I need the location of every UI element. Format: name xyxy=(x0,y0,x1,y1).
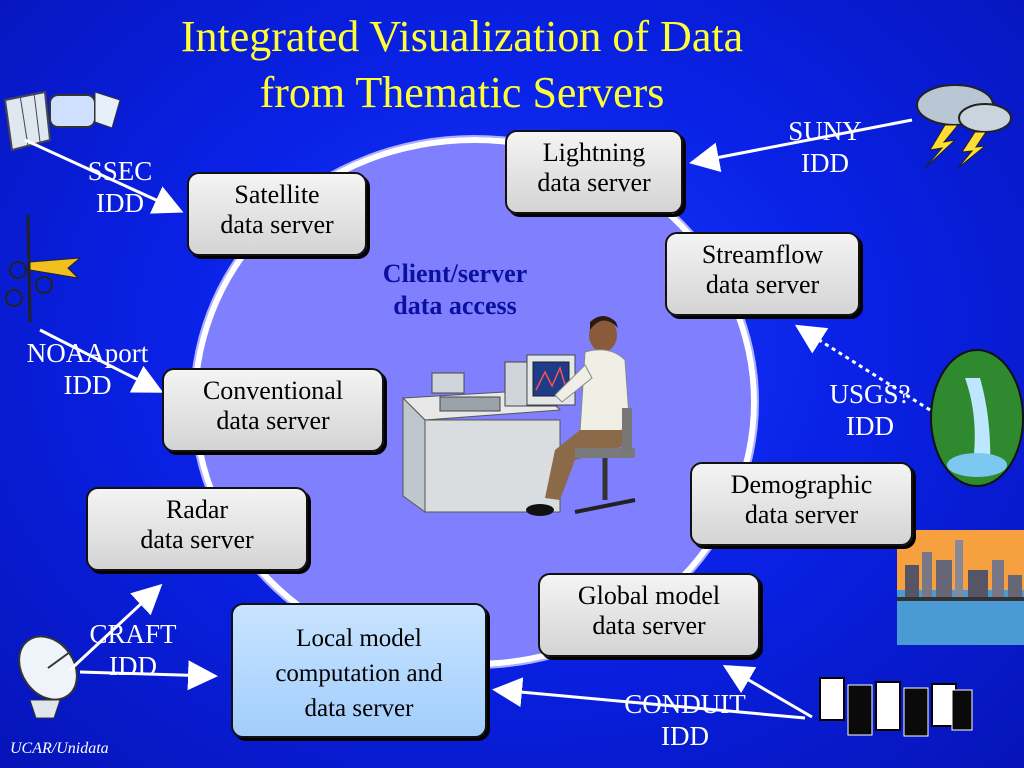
center-label-line-2: data access xyxy=(393,291,517,320)
conduit-label-line-1: CONDUIT xyxy=(624,689,746,719)
person-hair xyxy=(590,316,618,330)
person-shoe xyxy=(526,504,554,516)
demographic-server-line-1: Demographic xyxy=(730,470,873,499)
conduit-label-line-2: IDD xyxy=(661,721,709,751)
arrow-craft-radar xyxy=(68,583,163,672)
lightning-server-line-1: Lightning xyxy=(542,138,646,167)
arrow-conduit-local xyxy=(492,677,806,720)
demographic-server-box: Demographic data server xyxy=(690,462,913,546)
radar-server-line-2: data server xyxy=(140,525,254,554)
arrow-craft-local xyxy=(79,660,218,691)
footer-credit: UCAR/Unidata xyxy=(10,740,109,757)
supercomputer-icon xyxy=(819,677,973,737)
storm-cloud-icon xyxy=(916,84,1012,169)
person-arm xyxy=(554,364,593,403)
center-label: Client/server data access xyxy=(345,258,565,322)
ssec-label-line-2: IDD xyxy=(96,188,144,218)
conventional-server-line-2: data server xyxy=(216,406,330,435)
conduit-label: CONDUIT IDD xyxy=(600,688,770,752)
small-device xyxy=(431,372,465,394)
streamflow-server-line-1: Streamflow xyxy=(701,240,824,269)
arrow-noaaport xyxy=(39,328,164,393)
radar-server-box: Radar data server xyxy=(86,487,308,571)
ssec-label: SSEC IDD xyxy=(60,155,180,219)
global-model-server-line-1: Global model xyxy=(577,581,721,610)
usgs-label: USGS? IDD xyxy=(805,378,935,442)
local-model-line-2: computation and xyxy=(275,660,443,687)
conventional-server-box: Conventional data server xyxy=(162,368,384,452)
satellite-server-line-2: data server xyxy=(220,210,334,239)
local-model-line-1: Local model xyxy=(296,625,422,652)
screen-graph xyxy=(535,365,567,391)
waterfall-icon xyxy=(930,349,1024,487)
suny-label: SUNY IDD xyxy=(765,115,885,179)
suny-label-line-2: IDD xyxy=(801,148,849,178)
noaaport-label: NOAAport IDD xyxy=(5,337,170,401)
demographic-server-line-2: data server xyxy=(744,500,859,529)
satellite-icon xyxy=(3,90,121,152)
usgs-label-line-2: IDD xyxy=(846,411,894,441)
suny-label-line-1: SUNY xyxy=(788,116,862,146)
person-legs xyxy=(545,430,630,500)
radar-dish-icon xyxy=(18,635,78,719)
city-skyline-icon xyxy=(897,530,1024,645)
chair-base xyxy=(574,498,636,514)
local-model-line-3: data server xyxy=(304,695,414,722)
craft-label-line-2: IDD xyxy=(109,651,157,681)
chair-seat xyxy=(575,448,635,458)
title-line-2: from Thematic Servers xyxy=(259,68,665,117)
lightning-server-box: Lightning data server xyxy=(505,130,683,214)
keyboard xyxy=(439,396,501,412)
noaaport-label-line-1: NOAAport xyxy=(26,338,149,368)
person-head xyxy=(589,318,617,352)
streamflow-server-line-2: data server xyxy=(705,270,820,299)
craft-label-line-1: CRAFT xyxy=(89,619,177,649)
lightning-server-line-2: data server xyxy=(537,168,651,197)
global-model-server-line-2: data server xyxy=(592,611,706,640)
ssec-label-line-1: SSEC xyxy=(87,156,153,186)
global-model-server-box: Global model data server xyxy=(538,573,760,657)
satellite-server-line-1: Satellite xyxy=(234,180,320,209)
arrow-usgs xyxy=(794,324,931,412)
arrow-conduit-global xyxy=(722,664,813,719)
chair-back xyxy=(622,408,632,453)
radar-server-line-1: Radar xyxy=(165,495,229,524)
streamflow-server-box: Streamflow data server xyxy=(665,232,860,316)
usgs-label-line-1: USGS? xyxy=(829,379,911,409)
title-line-1: Integrated Visualization of Data xyxy=(180,12,744,61)
craft-label: CRAFT IDD xyxy=(68,618,198,682)
local-model-server-box: Local model computation and data server xyxy=(231,603,487,738)
conventional-server-line-1: Conventional xyxy=(202,376,344,405)
noaaport-label-line-2: IDD xyxy=(63,370,112,400)
satellite-server-box: Satellite data server xyxy=(187,172,367,256)
arrow-suny xyxy=(689,118,913,173)
center-label-line-1: Client/server xyxy=(382,259,528,288)
desk-front xyxy=(424,419,561,513)
weather-vane-icon xyxy=(5,214,82,323)
arrow-ssec xyxy=(24,138,184,214)
